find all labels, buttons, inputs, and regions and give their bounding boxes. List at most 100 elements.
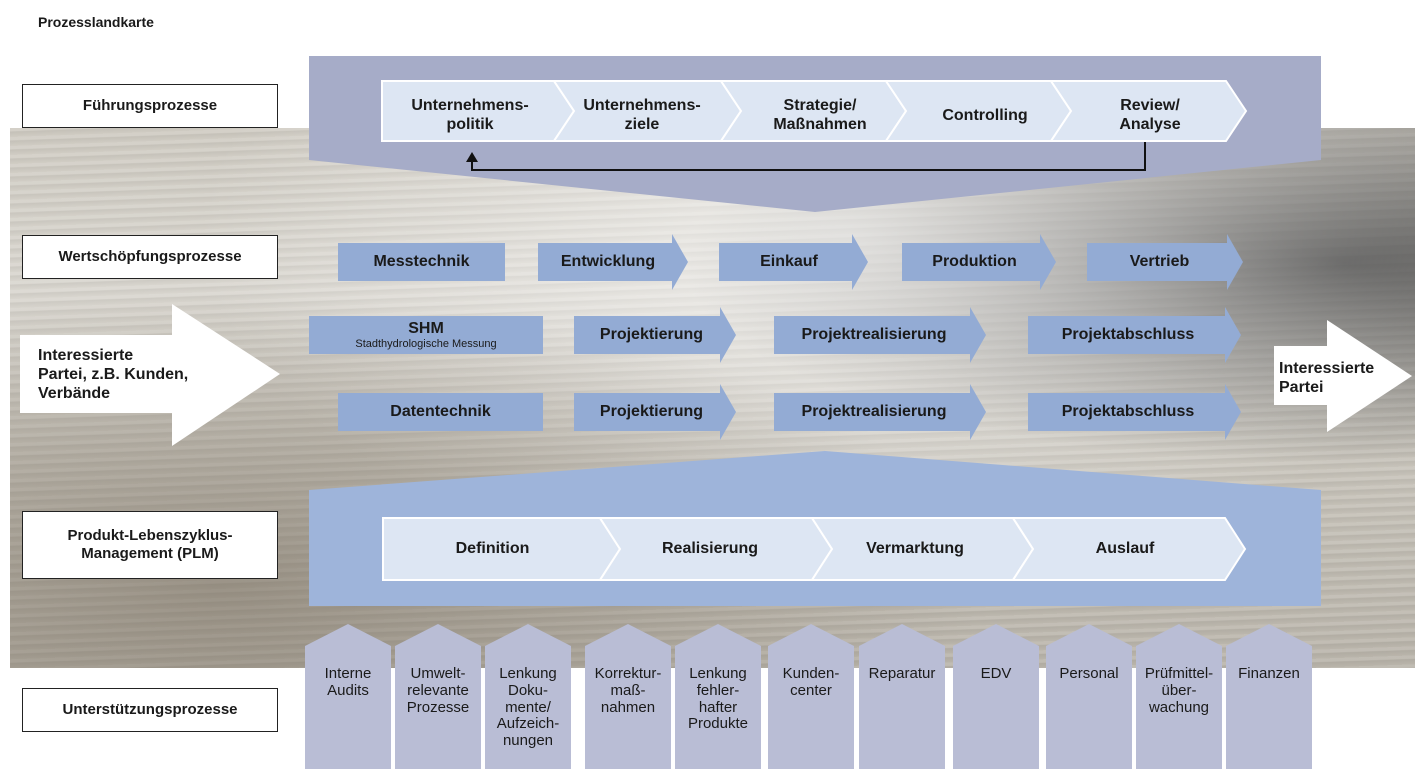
support-text-line: nahmen bbox=[600, 698, 656, 716]
output-text: Partei bbox=[1279, 379, 1324, 397]
label-wertschoepfungsprozesse: Wertschöpfungsprozesse bbox=[22, 235, 278, 279]
support-text-line: Prozesse bbox=[406, 698, 470, 716]
label-plm: Produkt-Lebenszyklus- Management (PLM) bbox=[22, 511, 278, 579]
process-text: Projektrealisierung bbox=[801, 326, 947, 343]
step-text: Maßnahmen bbox=[773, 116, 867, 133]
process-text: Einkauf bbox=[760, 253, 818, 270]
support-process-label: Prüfmittel-über-wachung bbox=[1136, 665, 1222, 733]
process-text: Datentechnik bbox=[390, 403, 491, 420]
page-title: Prozesslandkarte bbox=[38, 14, 154, 30]
step-text: Controlling bbox=[942, 106, 1028, 124]
support-process-label: Finanzen bbox=[1226, 665, 1312, 733]
support-text-line: mente/ bbox=[505, 698, 551, 716]
plm-text: Definition bbox=[455, 539, 530, 557]
support-text-line: Lenkung bbox=[499, 665, 557, 682]
step-controlling: Controlling bbox=[905, 90, 1065, 142]
input-text: Verbände bbox=[38, 385, 111, 403]
support-text-line: relevante bbox=[407, 681, 469, 699]
step-text: Strategie/ bbox=[783, 97, 857, 115]
plm-text: Vermarktung bbox=[866, 539, 964, 557]
support-text-line: Korrektur- bbox=[594, 665, 662, 682]
process-text: Messtechnik bbox=[373, 253, 470, 270]
support-text-line: EDV bbox=[980, 665, 1012, 682]
support-text-line: Interne bbox=[324, 665, 372, 682]
support-text-line: Prüfmittel- bbox=[1144, 665, 1214, 682]
process-messtechnik: Messtechnik bbox=[338, 243, 505, 281]
support-text-line: Produkte bbox=[687, 715, 749, 733]
support-text-line: nungen bbox=[502, 732, 554, 750]
label-text: Wertschöpfungsprozesse bbox=[58, 248, 242, 265]
process-text: Projektierung bbox=[599, 326, 704, 343]
input-text: Partei, z.B. Kunden, bbox=[38, 366, 189, 384]
process-text: Vertrieb bbox=[1129, 253, 1190, 270]
process-produktion: Produktion bbox=[902, 243, 1047, 281]
process-text: Projektabschluss bbox=[1061, 326, 1195, 343]
process-einkauf: Einkauf bbox=[719, 243, 859, 281]
step-review: Review/Analyse bbox=[1070, 90, 1230, 142]
support-process-label: Reparatur bbox=[859, 665, 945, 733]
support-text-line: über- bbox=[1161, 681, 1197, 699]
support-text-line: wachung bbox=[1148, 698, 1210, 716]
support-process-label: Kunden-center bbox=[768, 665, 854, 733]
plm-vermarktung: Vermarktung bbox=[825, 530, 1005, 568]
support-text-line: Finanzen bbox=[1238, 665, 1300, 682]
label-fuehrungsprozesse: Führungsprozesse bbox=[22, 84, 278, 128]
process-text: Projektrealisierung bbox=[801, 403, 947, 420]
support-process-item: Personal bbox=[1046, 624, 1132, 769]
step-text: Unternehmens- bbox=[583, 97, 701, 115]
process-entwicklung: Entwicklung bbox=[538, 243, 678, 281]
step-unternehmensziele: Unternehmens-ziele bbox=[562, 90, 722, 142]
output-party-label: Interessierte Partei bbox=[1279, 359, 1374, 397]
process-text: Produktion bbox=[932, 253, 1017, 270]
process-datentechnik: Datentechnik bbox=[338, 393, 543, 431]
support-text-line: Aufzeich- bbox=[496, 715, 560, 733]
plm-realisierung: Realisierung bbox=[615, 530, 805, 568]
support-process-item: Kunden-center bbox=[768, 624, 854, 769]
panel-shape bbox=[309, 56, 1321, 212]
support-process-item: Finanzen bbox=[1226, 624, 1312, 769]
support-text-line: Umwelt- bbox=[410, 665, 466, 682]
process-text: Entwicklung bbox=[560, 253, 656, 270]
support-process-label: Personal bbox=[1046, 665, 1132, 733]
support-text-line: Lenkung bbox=[689, 665, 747, 682]
support-process-label: Korrektur-maß-nahmen bbox=[585, 665, 671, 733]
input-party-label: Interessierte Partei, z.B. Kunden, Verbä… bbox=[38, 346, 188, 404]
process-text: SHM bbox=[408, 320, 444, 338]
step-unternehmenspolitik: Unternehmens-politik bbox=[390, 90, 550, 142]
step-text: politik bbox=[446, 116, 494, 133]
plm-text: Realisierung bbox=[661, 539, 759, 557]
process-projektabschluss: Projektabschluss bbox=[1028, 393, 1228, 431]
support-process-item: EDV bbox=[953, 624, 1039, 769]
process-projektierung: Projektierung bbox=[574, 393, 729, 431]
plm-auslauf: Auslauf bbox=[1030, 530, 1220, 568]
process-projektrealisierung: Projektrealisierung bbox=[774, 393, 974, 431]
step-text: Unternehmens- bbox=[411, 97, 529, 115]
support-text-line: hafter bbox=[698, 698, 738, 716]
support-process-label: EDV bbox=[953, 665, 1039, 733]
support-text-line: Personal bbox=[1059, 665, 1119, 682]
label-text: Produkt-Lebenszyklus- bbox=[67, 527, 233, 544]
output-text: Interessierte bbox=[1279, 360, 1375, 377]
label-unterstuetzungsprozesse: Unterstützungsprozesse bbox=[22, 688, 278, 732]
fuehrungsprozesse-panel bbox=[309, 56, 1321, 212]
label-text: Management (PLM) bbox=[81, 545, 219, 562]
support-text-line: center bbox=[790, 681, 832, 699]
process-projektierung: Projektierung bbox=[574, 316, 729, 354]
support-process-item: Prüfmittel-über-wachung bbox=[1136, 624, 1222, 769]
support-text-line: Doku- bbox=[507, 681, 548, 699]
support-text-line: fehler- bbox=[696, 681, 740, 699]
support-text-line: Reparatur bbox=[868, 665, 936, 682]
label-text: Führungsprozesse bbox=[82, 97, 218, 114]
support-text-line: Kunden- bbox=[782, 665, 840, 682]
label-text: Unterstützungsprozesse bbox=[62, 701, 238, 718]
process-projektabschluss: Projektabschluss bbox=[1028, 316, 1228, 354]
